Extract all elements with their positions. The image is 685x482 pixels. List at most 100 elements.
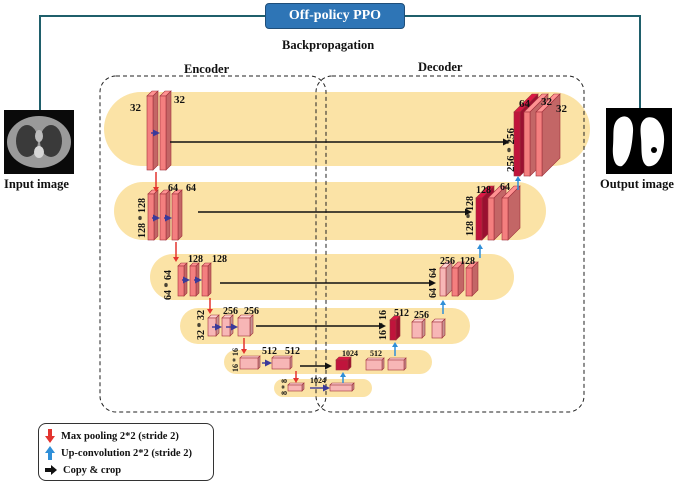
output-image-mask-left xyxy=(612,116,634,167)
red-down-arrow-icon xyxy=(45,429,55,443)
enc2-block-b-side xyxy=(165,189,171,241)
output-image-hole xyxy=(651,147,657,153)
dec5-block-b-front xyxy=(365,359,383,371)
blue-up-arrow-icon xyxy=(45,446,55,460)
legend-text-max-pooling: Max pooling 2*2 (stride 2) xyxy=(61,430,179,442)
dec3-block-b-side xyxy=(457,261,465,297)
enc5-block-a-front xyxy=(239,357,259,370)
enc3-block-c-side xyxy=(207,262,212,297)
off-policy-ppo-box: Off-policy PPO xyxy=(265,3,405,29)
enc5-size: 16 * 16 xyxy=(231,348,240,372)
dec5-block-c xyxy=(387,357,407,371)
dec1-block-c xyxy=(535,93,561,177)
legend: Max pooling 2*2 (stride 2) Up-convolutio… xyxy=(38,423,214,481)
conv-arrow-7-head xyxy=(231,323,238,331)
enc5-channels-a: 512 xyxy=(262,346,277,357)
enc3-size: 64 * 64 xyxy=(163,270,174,300)
copy-arrow-level-2-head xyxy=(465,208,472,216)
conv-arrow-5-head xyxy=(195,276,202,284)
dec5-block-a-front xyxy=(335,359,349,371)
dec2-channels-a: 128 xyxy=(476,185,491,196)
conv-arrow-3-head xyxy=(165,214,172,222)
dec3-block-c-front xyxy=(465,267,473,297)
dec4-block-a-front xyxy=(389,319,397,341)
conv-arrow-8-head xyxy=(265,359,272,367)
conv-arrow-2-head xyxy=(153,214,160,222)
feedback-line-left xyxy=(39,15,265,110)
decoder-label: Decoder xyxy=(418,60,463,74)
enc3-channels-b: 128 xyxy=(212,254,227,265)
dec2-block-c-front xyxy=(501,197,509,241)
enc1-block-a xyxy=(146,90,159,171)
input-image-heart xyxy=(35,130,43,142)
dec2-size: 128 * 128 xyxy=(465,196,476,236)
legend-row-max-pooling: Max pooling 2*2 (stride 2) xyxy=(45,428,179,444)
dec2-block-a-front xyxy=(475,197,483,241)
dec3-block-b xyxy=(451,261,465,297)
enc4-channels-b: 256 xyxy=(244,306,259,317)
copy-arrow-level-3-head xyxy=(429,279,436,287)
enc6-block-b xyxy=(329,382,355,392)
dec4-block-c xyxy=(431,318,446,339)
dec3-channels-b: 128 xyxy=(460,256,475,267)
pool-arrow-2-head xyxy=(173,257,179,262)
dec2-block-b-front xyxy=(487,197,495,241)
enc2-block-b xyxy=(159,189,171,241)
conv-arrow-4-head xyxy=(183,276,190,284)
dec3-block-c xyxy=(465,261,479,297)
dec3-block-c-side xyxy=(471,261,479,297)
dec4-block-b-front xyxy=(411,321,423,339)
legend-row-up-convolution: Up-convolution 2*2 (stride 2) xyxy=(45,445,192,461)
black-right-arrow-icon xyxy=(45,465,57,475)
dec1-channels-b: 32 xyxy=(541,96,553,108)
upconv-arrow-2-head xyxy=(392,342,398,347)
dec4-block-c-side xyxy=(441,318,446,339)
enc5-block-b-front xyxy=(271,357,291,370)
dec4-block-b-side xyxy=(421,318,426,339)
input-image-lung-right xyxy=(40,125,62,157)
dec5-block-b xyxy=(365,357,385,371)
enc1-block-b-front xyxy=(159,95,167,171)
enc5-channels-b: 512 xyxy=(285,346,300,357)
enc6-block-a xyxy=(287,382,305,392)
dec2-channels-b: 64 xyxy=(500,182,510,193)
input-image-spine xyxy=(34,146,44,158)
encoder-frame xyxy=(99,75,327,413)
enc1-channels-a: 32 xyxy=(130,102,142,114)
dec1-size: 256 * 256 xyxy=(505,128,517,173)
enc2-block-c-front xyxy=(171,193,179,241)
enc1-channels-b: 32 xyxy=(174,94,186,106)
pool-arrow-5-head xyxy=(293,378,299,383)
dec3-block-a xyxy=(439,261,453,297)
dec5-block-c-front xyxy=(387,359,405,371)
legend-row-copy-crop: Copy & crop xyxy=(45,462,121,478)
legend-text-up-convolution: Up-convolution 2*2 (stride 2) xyxy=(61,447,192,459)
upconv-arrow-1-head xyxy=(340,372,346,377)
enc2-block-c-side xyxy=(177,189,183,241)
input-image-lung-left xyxy=(16,125,38,157)
dec4-block-c-front xyxy=(431,321,443,339)
dec1-block-a-front xyxy=(513,111,521,177)
copy-arrow-level-5-head xyxy=(325,362,332,370)
dec4-channels-b: 256 xyxy=(414,310,429,321)
enc3-block-c-front xyxy=(201,265,209,297)
enc2-channels-a: 64 xyxy=(168,183,178,194)
enc3-block-c xyxy=(201,262,212,297)
enc6-channels-a: 1024 xyxy=(310,376,326,385)
ppo-box-label: Off-policy PPO xyxy=(288,8,382,23)
enc2-size: 128 * 128 xyxy=(137,198,148,238)
conv-arrow-9-head xyxy=(323,384,330,392)
enc6-block-a-front xyxy=(287,384,303,392)
dec2-block-c xyxy=(501,185,521,241)
enc4-block-c xyxy=(237,314,254,337)
upconv-arrow-5-head xyxy=(515,176,521,181)
encoder-label: Encoder xyxy=(184,62,230,76)
dec1-channels-c: 32 xyxy=(556,103,568,115)
dec1-block-b-front xyxy=(523,111,531,177)
band-level-3 xyxy=(150,254,514,300)
enc5-block-b xyxy=(271,355,293,370)
copy-arrow-level-1-head xyxy=(503,138,510,146)
dec3-block-a-side xyxy=(445,261,453,297)
